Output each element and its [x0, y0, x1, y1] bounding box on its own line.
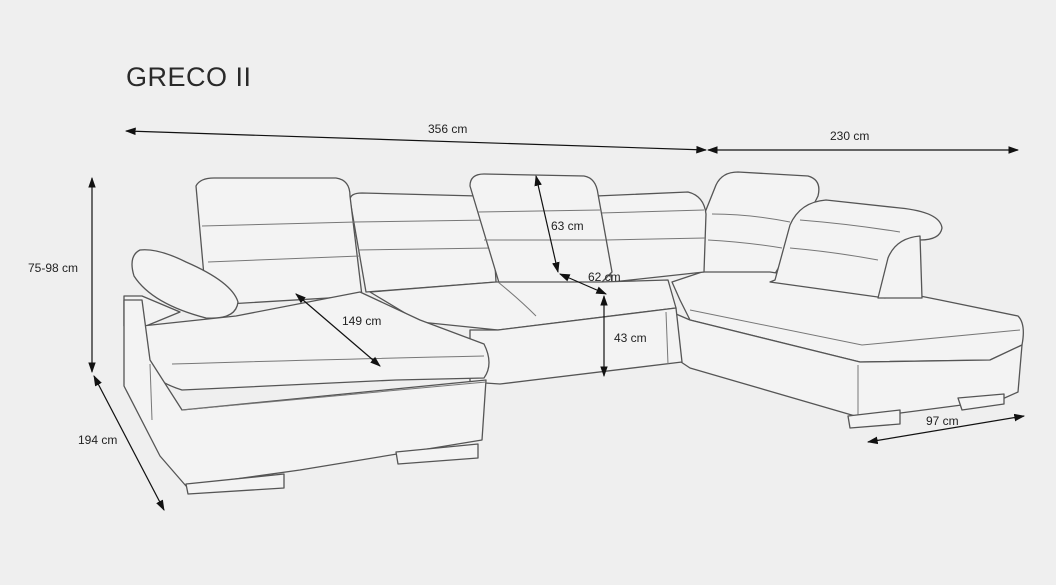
dimension-lines: [88, 127, 1026, 511]
right-corner-section: [671, 171, 1024, 429]
label-seat-depth: 62 cm: [588, 270, 621, 284]
label-height: 75-98 cm: [28, 261, 78, 275]
dimension-labels: 356 cm 230 cm 75-98 cm 194 cm 149 cm 63 …: [28, 122, 959, 447]
headrest-height-line: [534, 174, 560, 274]
right-depth-line: [866, 413, 1026, 445]
chaise-depth-line: [295, 293, 381, 367]
label-chaise-depth: 149 cm: [342, 314, 381, 328]
label-depth-left: 194 cm: [78, 433, 117, 447]
middle-section: [349, 173, 707, 385]
label-right-depth: 97 cm: [926, 414, 959, 428]
label-headrest-height: 63 cm: [551, 219, 584, 233]
label-seat-height: 43 cm: [614, 331, 647, 345]
label-total-width: 356 cm: [428, 122, 467, 136]
seat-depth-line: [559, 273, 607, 295]
label-right-width: 230 cm: [830, 129, 869, 143]
total-width-line: [124, 127, 708, 154]
product-title: GRECO II: [126, 62, 252, 92]
depth-left-line: [93, 375, 165, 511]
